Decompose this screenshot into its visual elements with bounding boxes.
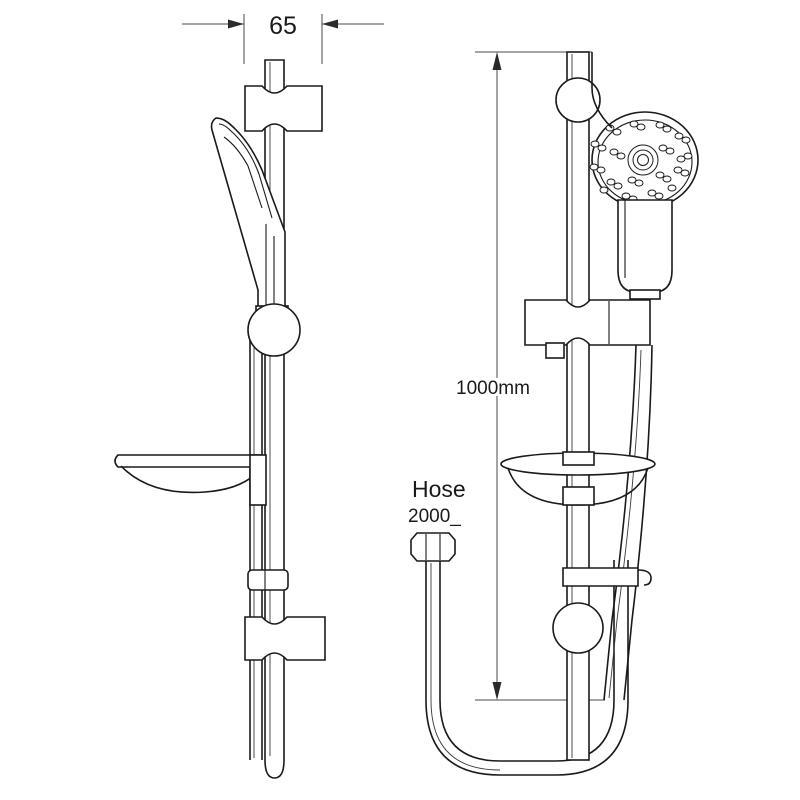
hose-front-edge-left [603, 344, 637, 701]
slider-bracket-side [247, 303, 301, 357]
shower-head-stem-left [591, 52, 613, 129]
top-wall-bracket-side [244, 85, 323, 132]
hose-nut-body [410, 532, 456, 562]
hose-label-line1: Hose [412, 476, 466, 502]
dimension-rail-length: 1000mm [456, 51, 605, 701]
hose-connector-nut [410, 532, 456, 562]
soap-dish-front [500, 451, 656, 506]
arrowhead-top [492, 52, 502, 70]
detached-hose-assembly [410, 532, 629, 776]
mid-collar-side [247, 569, 289, 591]
shower-handset-front [617, 199, 673, 300]
mid-collar-body [247, 569, 289, 591]
view-front-elevation [500, 51, 699, 761]
top-wall-bracket-front [555, 77, 601, 123]
handset-front-collar [629, 289, 661, 300]
bottom-bracket-body [244, 616, 326, 661]
shower-head-front [589, 52, 699, 209]
shower-handset-side [210, 117, 289, 319]
hose-front-edge-right [623, 344, 653, 701]
slider-bracket-lever [545, 342, 565, 359]
hose-front-run [603, 344, 653, 701]
hose-highlight-detached [430, 563, 501, 771]
hook-curl [637, 569, 652, 586]
shower-head-nozzles [589, 120, 693, 203]
bottom-wall-bracket-front [552, 602, 604, 654]
handset-inner-crease [223, 136, 263, 209]
hose-inner-edge [439, 560, 615, 762]
slide-rail-side [264, 59, 285, 779]
hose-front-highlight [608, 349, 642, 699]
hose-side-run [249, 330, 263, 760]
view-side-elevation [114, 59, 326, 779]
dimension-value-65: 65 [269, 12, 297, 40]
arrowhead-bottom [492, 682, 502, 700]
bottom-bracket-boss [552, 602, 604, 654]
rail-body [264, 59, 285, 779]
soap-dish-side [114, 454, 267, 506]
slider-bracket-front [524, 299, 651, 359]
top-bracket-body [244, 85, 323, 132]
soap-dish-rim [114, 454, 266, 468]
dimension-value-1000mm: 1000mm [456, 378, 530, 399]
hose-label-line2: 2000_ [408, 506, 461, 527]
hose-callout: Hose 2000_ [408, 476, 466, 527]
hook-bar [562, 567, 639, 587]
dimension-bracket-width: 65 [182, 12, 384, 64]
soap-dish-mount [249, 454, 267, 506]
soap-dish-top-boss [562, 451, 595, 466]
arrowhead-left [228, 19, 244, 29]
hose-retaining-hook-front [562, 567, 652, 587]
soap-dish-bowl [120, 465, 262, 494]
handset-face-crease [218, 123, 273, 219]
bottom-wall-bracket-side [244, 616, 326, 661]
top-bracket-boss [555, 77, 601, 123]
handset-body [210, 117, 286, 313]
soap-dish-bottom-boss [562, 486, 595, 506]
handset-body-front [617, 199, 673, 293]
arrowhead-right [322, 19, 338, 29]
shower-head-centre-ring-inner [637, 154, 649, 166]
slider-bracket-ring [247, 303, 301, 357]
slider-bracket-body [524, 299, 651, 346]
hose-outer-edge [425, 560, 629, 776]
